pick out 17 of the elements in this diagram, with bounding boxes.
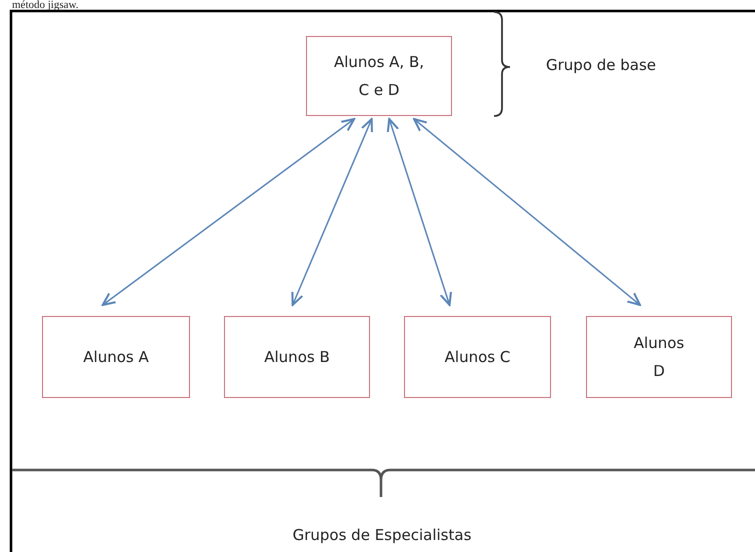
node-text: Alunos A: [83, 347, 149, 368]
group-box: [586, 316, 732, 398]
node-text: Alunos B: [264, 347, 330, 368]
caption-text: método jigsaw.: [12, 0, 78, 11]
double-arrow: [102, 118, 356, 306]
group-box: [224, 316, 370, 398]
group-label: Grupos de Especialistas: [292, 526, 472, 544]
double-arrow: [413, 118, 642, 306]
group-box: [404, 316, 551, 398]
double-arrow: [291, 118, 373, 306]
group-box: [42, 316, 190, 398]
group-box: [306, 36, 452, 116]
double-arrow: [386, 118, 452, 306]
group-label: Grupo de base: [546, 56, 656, 74]
node-text: Alunos D: [632, 333, 686, 382]
node-text: Alunos C: [444, 347, 510, 368]
node-text: Alunos A, B, C e D: [332, 52, 426, 101]
